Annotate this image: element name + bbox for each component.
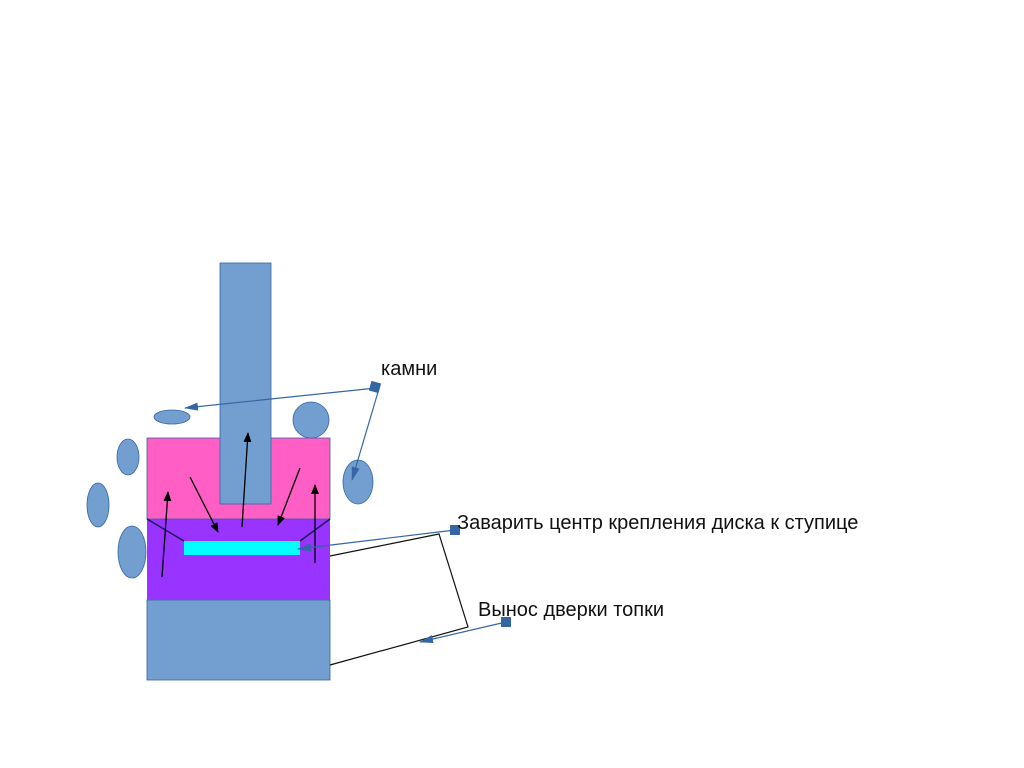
stone xyxy=(292,401,330,439)
label-stones: камни xyxy=(381,358,437,380)
stone xyxy=(86,482,110,528)
callout-line xyxy=(184,387,377,411)
flow-arrow xyxy=(277,467,301,526)
stone xyxy=(117,525,147,579)
stone xyxy=(342,459,374,505)
stone xyxy=(153,409,191,425)
flow-arrow xyxy=(241,432,252,528)
flow-arrow xyxy=(161,491,172,578)
wheel-disc xyxy=(184,541,300,555)
callout-handle xyxy=(501,617,511,627)
callout-line xyxy=(297,529,456,552)
label-door-extension: Вынос дверки топки xyxy=(478,599,664,621)
label-weld-center: Заварить центр крепления диска к ступице xyxy=(457,512,858,534)
callout-handle xyxy=(450,525,460,535)
stone xyxy=(116,438,140,476)
door-extension-outline xyxy=(329,533,469,666)
firebox xyxy=(147,519,330,600)
callout-line xyxy=(351,391,379,481)
ash-pit xyxy=(146,599,331,681)
callout-line xyxy=(419,621,507,643)
callout-handle xyxy=(368,380,382,394)
flow-arrow xyxy=(189,476,219,533)
